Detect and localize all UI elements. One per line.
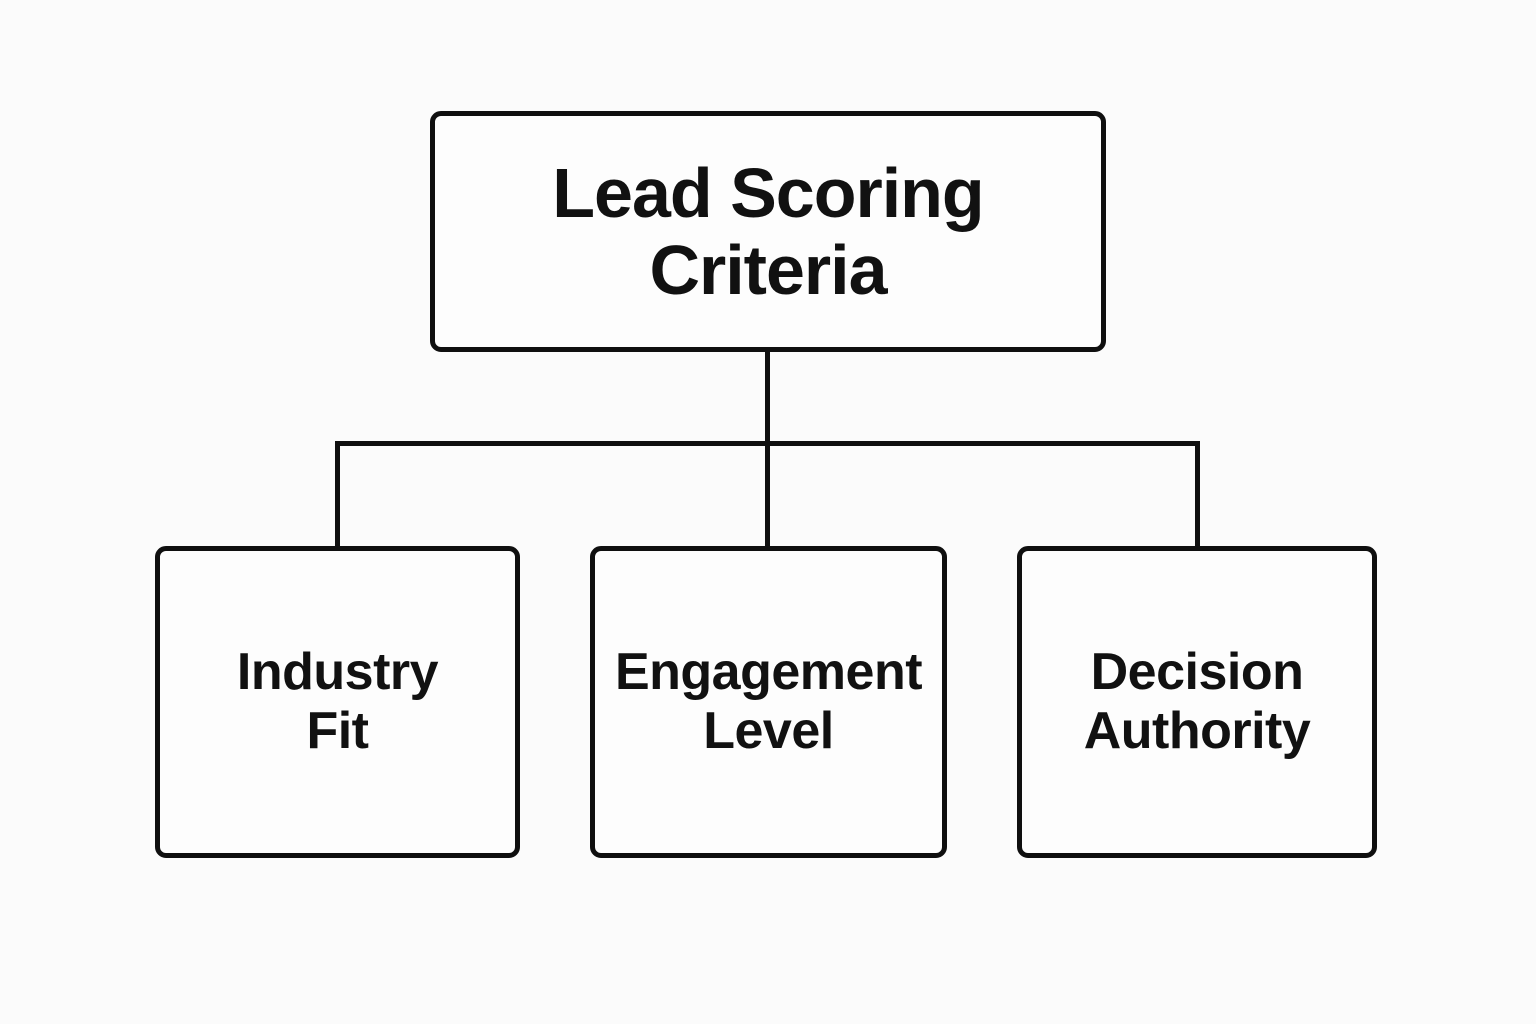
node-lead-scoring-criteria: Lead Scoring Criteria: [430, 111, 1106, 352]
node-industry-fit-label: Industry Fit: [236, 643, 439, 760]
node-engagement-level-label: Engagement Level: [614, 643, 923, 760]
connector-drop-engagement-level: [765, 441, 770, 548]
connector-drop-industry-fit: [335, 441, 340, 548]
node-lead-scoring-criteria-label: Lead Scoring Criteria: [552, 153, 984, 309]
connector-root-stem: [765, 350, 770, 446]
node-industry-fit: Industry Fit: [155, 546, 520, 858]
connector-drop-decision-authority: [1195, 441, 1200, 548]
node-engagement-level: Engagement Level: [590, 546, 947, 858]
node-decision-authority: Decision Authority: [1017, 546, 1377, 858]
node-decision-authority-label: Decision Authority: [1083, 643, 1311, 760]
